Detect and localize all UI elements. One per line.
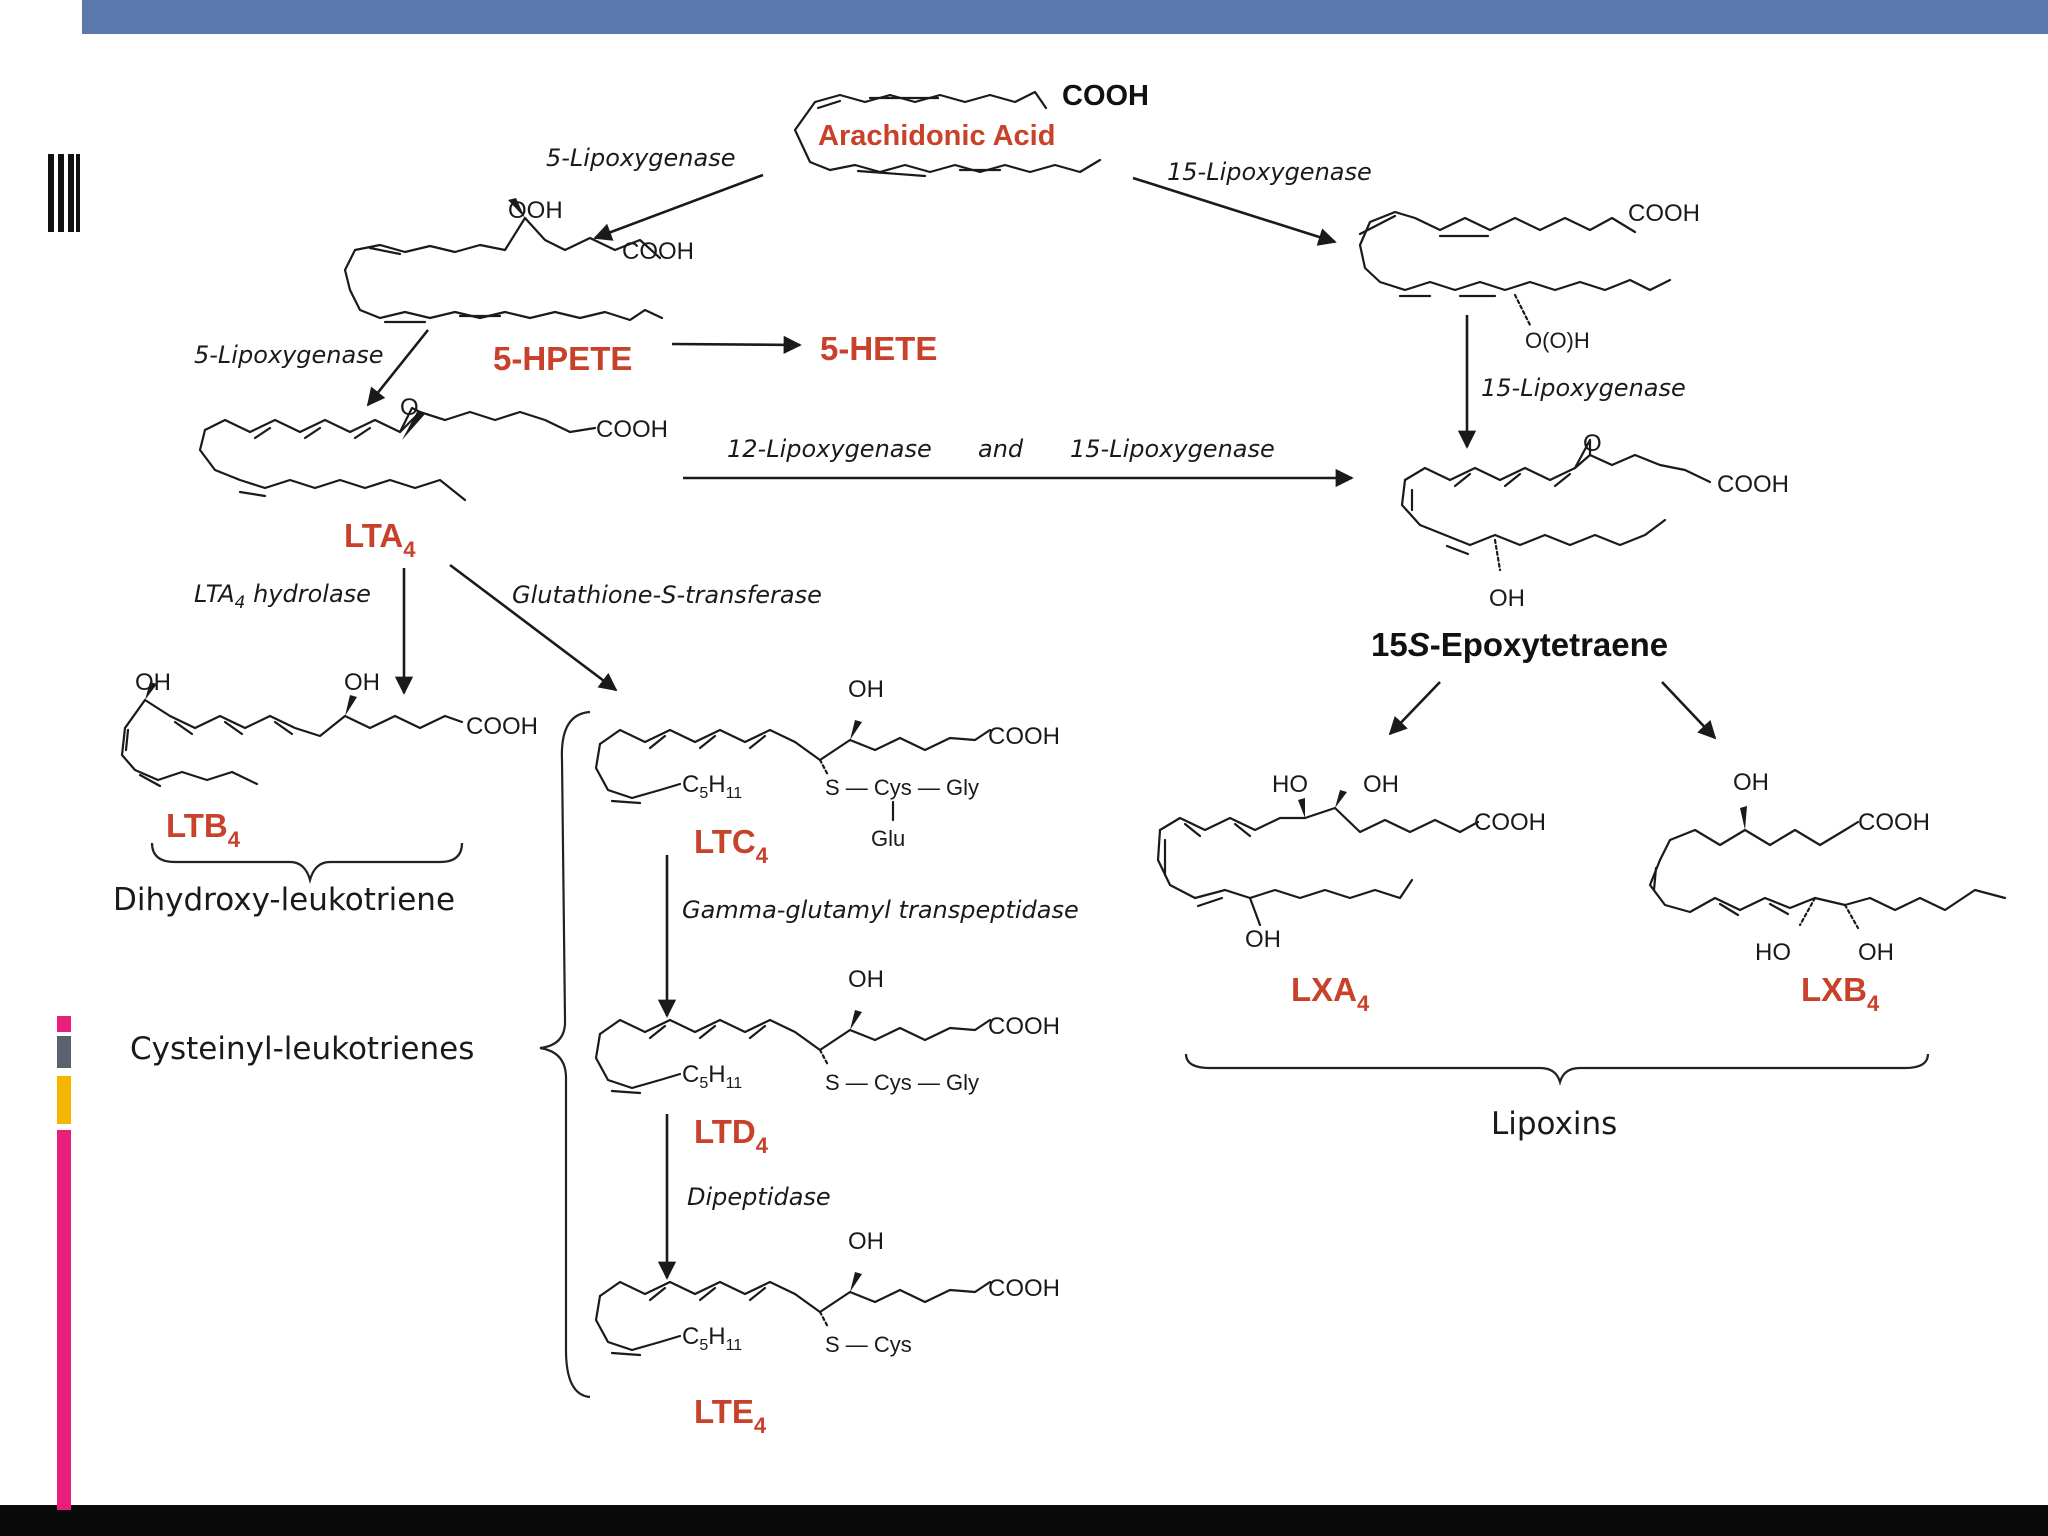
enzyme-15-lipoxygenase-1: 15-Lipoxygenase — [1167, 158, 1372, 186]
deco-pink-mark — [57, 1016, 71, 1032]
lxb4-label: LXB4 — [1801, 971, 1880, 1016]
lta4-structure — [198, 406, 597, 502]
5-hpete-structure — [343, 198, 664, 324]
15-hpete-ooh: O(O)H — [1525, 328, 1590, 353]
cysteinyl-leukotrienes-label: Cysteinyl-leukotrienes — [130, 1031, 474, 1067]
ltd4-s-cys-gly: S — Cys — Gly — [825, 1070, 979, 1095]
deco-pink-bar — [57, 1130, 71, 1510]
epoxytetraene-oh: OH — [1489, 585, 1525, 612]
lxa4-structure — [1156, 790, 1480, 927]
ltc4-cooh: COOH — [988, 723, 1060, 750]
ltb4-oh-left: OH — [135, 669, 171, 696]
lta4-cooh: COOH — [596, 416, 668, 443]
15-hpete-cooh: COOH — [1628, 200, 1700, 227]
5-hpete-cooh: COOH — [622, 238, 694, 265]
ltd4-c5h11: C5H11 — [682, 1061, 742, 1092]
lte4-oh: OH — [848, 1228, 884, 1255]
lxb4-cooh: COOH — [1858, 809, 1930, 836]
ltc4-s-cys-gly: S — Cys — Gly — [825, 775, 979, 800]
ltd4-structure — [594, 1010, 992, 1095]
lxa4-oh-right: OH — [1363, 771, 1399, 798]
dihydroxy-leukotriene-label: Dihydroxy-leukotriene — [113, 882, 455, 918]
epoxytetraene-label: 15S-Epoxytetraene — [1371, 626, 1668, 663]
arachidonic-acid-label: Arachidonic Acid — [818, 120, 1055, 152]
ltb4-label: LTB4 — [166, 807, 241, 852]
deco-gold-mark — [57, 1076, 71, 1124]
lta4-label: LTA4 — [344, 517, 416, 562]
ltb4-structure — [120, 682, 464, 788]
lte4-c5h11: C5H11 — [682, 1323, 742, 1354]
deco-line — [76, 154, 80, 232]
arrow-to-15hpete — [1132, 176, 1337, 246]
5-hpete-ooh: OOH — [508, 197, 563, 224]
deco-line — [48, 154, 54, 232]
ltc4-label: LTC4 — [694, 823, 769, 868]
slide-header-bar — [82, 0, 2048, 34]
arrow-to-5hete — [671, 335, 802, 354]
lte4-label: LTE4 — [694, 1393, 767, 1438]
lxb4-oh: OH — [1733, 769, 1769, 796]
arachidonic-cooh: COOH — [1062, 80, 1149, 112]
lte4-structure — [594, 1272, 992, 1357]
cysteinyl-brace — [539, 710, 591, 1399]
lxa4-oh-bottom: OH — [1245, 926, 1281, 953]
lxa4-cooh: COOH — [1474, 809, 1546, 836]
deco-gray-mark — [57, 1036, 71, 1068]
ltb4-oh-right: OH — [344, 669, 380, 696]
epoxytetraene-cooh: COOH — [1717, 471, 1789, 498]
ltd4-cooh: COOH — [988, 1013, 1060, 1040]
arrow-to-lta4 — [366, 329, 430, 407]
ltd4-label: LTD4 — [694, 1113, 769, 1158]
slide-canvas — [82, 34, 2048, 1505]
ltb4-cooh: COOH — [466, 713, 538, 740]
enzyme-dipeptidase: Dipeptidase — [687, 1183, 831, 1211]
arachidonic-acid-structure — [793, 90, 1102, 178]
ltc4-structure — [594, 720, 992, 822]
epoxytetraene-o: O — [1583, 430, 1602, 457]
arrow-to-5hpete — [593, 173, 764, 241]
15-hpete-structure — [1358, 210, 1672, 327]
ltb4-brace — [150, 842, 464, 885]
lte4-cooh: COOH — [988, 1275, 1060, 1302]
enzyme-gamma-glutamyl-transpeptidase: Gamma-glutamyl transpeptidase — [682, 896, 1079, 924]
epoxytetraene-structure — [1400, 438, 1712, 572]
lxb4-oh-bottom: OH — [1858, 939, 1894, 966]
enzyme-5-lipoxygenase-1: 5-Lipoxygenase — [546, 144, 735, 172]
enzyme-and-word: and — [978, 435, 1024, 463]
enzyme-lta4-hydrolase: LTA4 hydrolase — [194, 580, 371, 613]
5-hpete-label: 5-HPETE — [493, 340, 632, 377]
enzyme-5-lipoxygenase-2: 5-Lipoxygenase — [194, 341, 383, 369]
lipoxins-brace — [1184, 1053, 1930, 1086]
lxb4-structure — [1648, 806, 2007, 930]
enzyme-15-lipoxygenase-3: 15-Lipoxygenase — [1070, 435, 1275, 463]
5-hete-label: 5-HETE — [820, 330, 937, 367]
lxa4-ho: HO — [1272, 771, 1308, 798]
enzyme-12-lipoxygenase: 12-Lipoxygenase — [727, 435, 932, 463]
ltd4-oh: OH — [848, 966, 884, 993]
enzyme-15-lipoxygenase-2: 15-Lipoxygenase — [1481, 374, 1686, 402]
ltc4-glu: Glu — [871, 826, 905, 851]
deco-line — [68, 154, 74, 232]
ltc4-oh: OH — [848, 676, 884, 703]
lipoxins-label: Lipoxins — [1491, 1106, 1617, 1142]
bottom-bar — [0, 1505, 2048, 1536]
lxb4-ho: HO — [1755, 939, 1791, 966]
arrow-to-ltc4 — [449, 563, 618, 692]
arrow-to-lxb4 — [1661, 681, 1717, 740]
lta4-epoxide-o: O — [400, 394, 419, 421]
enzyme-glutathione-s-transferase: Glutathione-S-transferase — [512, 581, 822, 609]
lte4-s-cys: S — Cys — [825, 1332, 912, 1357]
arrow-to-lxa4 — [1388, 681, 1441, 736]
lxa4-label: LXA4 — [1291, 971, 1370, 1016]
deco-line — [58, 154, 64, 232]
ltc4-c5h11: C5H11 — [682, 771, 742, 802]
